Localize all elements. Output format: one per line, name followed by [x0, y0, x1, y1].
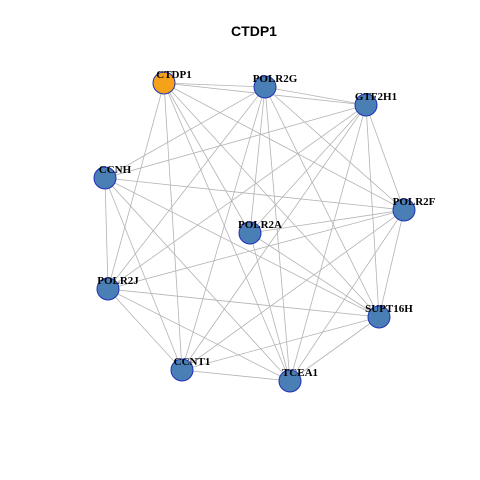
- edge-polr2j-tcea1: [107, 288, 291, 382]
- edge-ctdp1-polr2f: [163, 82, 405, 211]
- edge-polr2f-polr2a: [249, 209, 405, 234]
- edge-polr2g-tcea1: [264, 86, 291, 382]
- node-ctdp1[interactable]: [152, 71, 176, 95]
- edge-polr2f-supt16h: [378, 209, 405, 318]
- edge-gtf2h1-polr2f: [365, 104, 405, 211]
- edge-ctdp1-polr2a: [163, 82, 251, 234]
- node-polr2j[interactable]: [96, 277, 120, 301]
- node-label-ccnt1: CCNT1: [174, 356, 211, 368]
- node-label-polr2f: POLR2F: [393, 196, 436, 208]
- edge-gtf2h1-supt16h: [365, 104, 380, 318]
- edge-polr2g-polr2a: [249, 86, 266, 234]
- node-supt16h[interactable]: [367, 305, 391, 329]
- node-polr2g[interactable]: [253, 75, 277, 99]
- edge-polr2j-supt16h: [107, 288, 380, 318]
- node-tcea1[interactable]: [278, 369, 302, 393]
- nodes-layer: [93, 71, 416, 393]
- edge-ccnt1-tcea1: [181, 369, 291, 382]
- edge-gtf2h1-ccnt1: [181, 104, 367, 371]
- edge-polr2g-ccnh: [104, 86, 266, 179]
- edge-ctdp1-polr2j: [107, 82, 165, 290]
- node-label-tcea1: TCEA1: [282, 367, 318, 379]
- node-ccnh[interactable]: [93, 166, 117, 190]
- edge-polr2f-tcea1: [289, 209, 405, 382]
- edge-polr2g-polr2j: [107, 86, 266, 290]
- node-label-ctdp1: CTDP1: [156, 69, 191, 81]
- node-label-polr2a: POLR2A: [238, 219, 282, 231]
- edge-supt16h-ccnt1: [181, 316, 380, 371]
- edge-ctdp1-ccnt1: [163, 82, 183, 371]
- node-label-supt16h: SUPT16H: [365, 303, 413, 315]
- edge-ctdp1-polr2g: [163, 82, 266, 88]
- edge-polr2a-tcea1: [249, 232, 291, 382]
- edge-ctdp1-tcea1: [163, 82, 291, 382]
- graph-title: CTDP1: [231, 23, 277, 39]
- node-polr2f[interactable]: [392, 198, 416, 222]
- edge-ccnh-tcea1: [104, 177, 291, 382]
- edge-ccnh-polr2j: [104, 177, 109, 290]
- edge-gtf2h1-polr2j: [107, 104, 367, 290]
- node-label-polr2j: POLR2J: [97, 275, 139, 287]
- edge-polr2g-gtf2h1: [264, 86, 367, 106]
- edge-polr2j-ccnt1: [107, 288, 183, 371]
- edge-ccnh-ccnt1: [104, 177, 183, 371]
- edge-polr2f-ccnt1: [181, 209, 405, 371]
- node-label-ccnh: CCNH: [99, 164, 132, 176]
- edge-gtf2h1-tcea1: [289, 104, 367, 382]
- node-label-polr2g: POLR2G: [253, 73, 298, 85]
- edge-supt16h-tcea1: [289, 316, 380, 382]
- edge-gtf2h1-ccnh: [104, 104, 367, 179]
- node-label-gtf2h1: GTF2H1: [355, 91, 397, 103]
- edge-gtf2h1-polr2a: [249, 104, 367, 234]
- edge-polr2g-ccnt1: [181, 86, 266, 371]
- edge-ccnh-polr2f: [104, 177, 405, 211]
- node-polr2a[interactable]: [238, 221, 262, 245]
- node-ccnt1[interactable]: [170, 358, 194, 382]
- edge-polr2f-polr2j: [107, 209, 405, 290]
- edge-ctdp1-supt16h: [163, 82, 380, 318]
- edge-polr2g-supt16h: [264, 86, 380, 318]
- edge-polr2a-supt16h: [249, 232, 380, 318]
- node-gtf2h1[interactable]: [354, 93, 378, 117]
- edge-polr2g-polr2f: [264, 86, 405, 211]
- edges-layer: [104, 82, 405, 382]
- edge-ccnh-supt16h: [104, 177, 380, 318]
